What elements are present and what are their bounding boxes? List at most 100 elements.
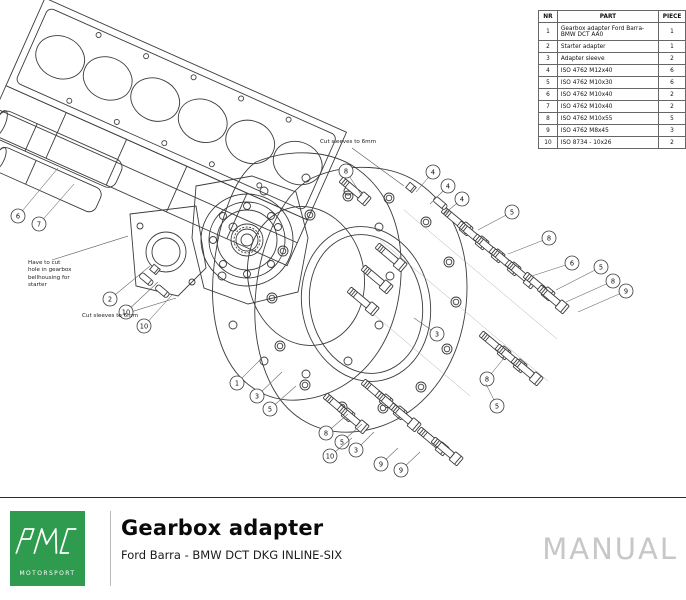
- table-cell: ISO 4762 M8x45: [556, 124, 660, 137]
- pmc-logo-art: MOTORSPORT: [10, 511, 85, 586]
- callout-balloon: 7: [31, 183, 75, 232]
- table-cell: 9: [538, 124, 558, 137]
- svg-text:9: 9: [624, 288, 628, 296]
- table-cell: 1: [658, 22, 686, 41]
- table-cell: ISO 4762 M10x55: [556, 112, 660, 125]
- callout-balloon: 3: [249, 371, 283, 404]
- table-cell: Starter adapter: [556, 40, 660, 53]
- logo-bg: [10, 511, 85, 586]
- table-cell: 6: [658, 64, 686, 77]
- callout-balloon: 1: [229, 357, 263, 391]
- callout-balloon: 5: [485, 383, 505, 414]
- page-title: Gearbox adapter: [121, 516, 324, 540]
- svg-text:5: 5: [268, 406, 272, 414]
- svg-text:5: 5: [599, 264, 603, 272]
- callout-balloon: 5: [477, 204, 520, 231]
- svg-text:2: 2: [108, 296, 112, 304]
- bellhousing-face: [191, 175, 309, 305]
- svg-text:4: 4: [460, 196, 464, 204]
- table-cell: 3: [658, 124, 686, 137]
- table-cell: 7: [538, 100, 558, 113]
- table-cell: 2: [658, 136, 686, 149]
- table-cell: 10: [538, 136, 558, 149]
- table-cell: 2: [658, 100, 686, 113]
- callout-balloon: 8: [479, 357, 505, 387]
- svg-text:8: 8: [344, 168, 348, 176]
- svg-text:9: 9: [399, 467, 403, 475]
- callout-balloon: 3: [348, 431, 375, 458]
- table-cell: 5: [658, 112, 686, 125]
- callout-balloon: 2: [102, 265, 151, 307]
- annotation-cut-sleeves-top: Cut sleeves to 6mm: [320, 139, 377, 145]
- svg-text:8: 8: [611, 278, 615, 286]
- callout-balloon: 3: [413, 317, 445, 342]
- annotation-leader-line: [351, 147, 405, 187]
- parts-table-header-part: PART: [556, 10, 660, 23]
- callout-balloon: 10: [322, 437, 353, 464]
- callout-balloon: 8: [565, 273, 621, 303]
- bolt-set: [321, 175, 570, 467]
- svg-text:3: 3: [255, 393, 259, 401]
- svg-text:9: 9: [379, 461, 383, 469]
- table-cell: 5: [538, 76, 558, 89]
- table-cell: 3: [538, 52, 558, 65]
- callout-balloon: 5: [334, 423, 363, 450]
- svg-text:5: 5: [495, 403, 499, 411]
- svg-text:8: 8: [485, 376, 489, 384]
- callout-balloon: 8: [318, 413, 349, 441]
- table-cell: Adapter sleeve: [556, 52, 660, 65]
- svg-text:8: 8: [547, 235, 551, 243]
- table-cell: ISO 4762 M10x40: [556, 100, 660, 113]
- callout-balloon: 8: [338, 163, 363, 197]
- callout-balloon: 4: [429, 178, 456, 205]
- svg-text:8: 8: [324, 430, 328, 438]
- table-cell: 1: [538, 22, 558, 41]
- annotation-leader-line: [51, 235, 129, 261]
- pmc-logo: MOTORSPORT: [10, 511, 85, 586]
- starter-adapter-plate: [129, 205, 207, 297]
- pmc-monogram-icon: [15, 528, 77, 554]
- callout-balloon: 10: [118, 281, 159, 320]
- table-cell: 1: [658, 40, 686, 53]
- callout-balloon: 9: [577, 283, 634, 313]
- callout-balloon: 6: [10, 167, 59, 224]
- svg-text:4: 4: [431, 169, 435, 177]
- table-cell: 2: [658, 88, 686, 101]
- svg-text:5: 5: [340, 439, 344, 447]
- table-cell: 2: [538, 40, 558, 53]
- callout-balloon: 9: [373, 447, 399, 472]
- table-cell: 6: [658, 76, 686, 89]
- svg-text:10: 10: [326, 453, 334, 461]
- svg-text:6: 6: [16, 213, 20, 221]
- parts-table-header-nr: NR: [538, 10, 558, 23]
- table-cell: 8: [538, 112, 558, 125]
- callout-balloon: 9: [393, 451, 421, 478]
- brand-text: MOTORSPORT: [19, 570, 75, 577]
- table-cell: ISO 8734 - 10x26: [556, 136, 660, 149]
- callout-balloon: 4: [415, 164, 441, 193]
- svg-text:4: 4: [446, 183, 450, 191]
- callout-balloon: 6: [531, 255, 580, 277]
- engine-block: [0, 0, 348, 267]
- parts-table-header-row: NR PART PIECE: [538, 10, 686, 23]
- svg-text:3: 3: [435, 331, 439, 339]
- page-subtitle: Ford Barra - BMW DCT DKG INLINE-SIX: [121, 548, 343, 562]
- svg-text:7: 7: [37, 221, 41, 229]
- annotation-starter-note: Have to cut hole in gearbox bellhousing …: [28, 260, 72, 288]
- callout-balloon: 10: [136, 294, 173, 334]
- callout-balloon: 5: [555, 259, 609, 291]
- annotation-cut-sleeves-left: Cut sleeves to 6mm: [82, 313, 139, 319]
- table-cell: ISO 4762 M12x40: [556, 64, 660, 77]
